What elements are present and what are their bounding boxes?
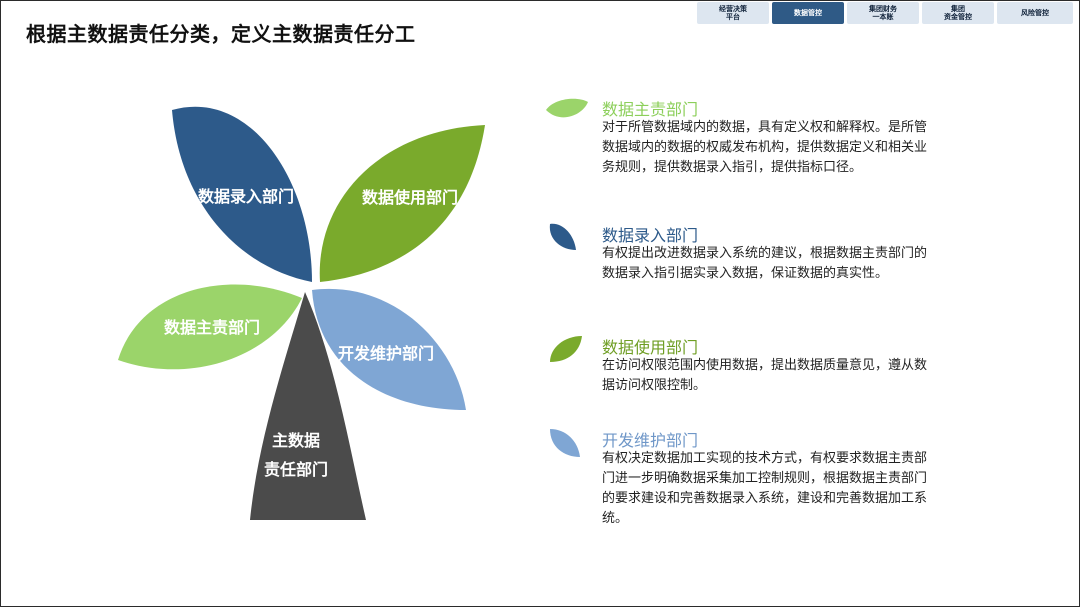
item-title: 开发维护部门 bbox=[602, 431, 699, 450]
item-description: 对于所管数据域内的数据，具有定义权和解释权。是所管数据域内的数据的权威发布机构，… bbox=[602, 120, 928, 175]
nav-tab-decision-platform[interactable]: 经营决策 平台 bbox=[697, 2, 769, 24]
item-description: 有权提出改进数据录入系统的建议，根据数据主责部门的数据录入指引据实录入数据，保证… bbox=[602, 246, 928, 281]
petal-data-owner bbox=[118, 284, 302, 370]
item-title: 数据录入部门 bbox=[602, 226, 699, 245]
nav-tab-data-governance[interactable]: 数据管控 bbox=[772, 2, 844, 24]
item-description: 在访问权限范围内使用数据，提出数据质量意见，遵从数据访问权限控制。 bbox=[602, 358, 928, 393]
petal-label-dev-maintenance: 开发维护部门 bbox=[338, 344, 434, 363]
leaf-bullet-icon bbox=[549, 223, 576, 250]
item-description: 有权决定数据加工实现的技术方式，有权要求数据主责部门进一步明确数据采集加工控制规… bbox=[602, 451, 928, 526]
stem-label-line1: 主数据 bbox=[272, 431, 320, 450]
leaf-bullet-icon bbox=[546, 98, 588, 118]
nav-tab-group-funds[interactable]: 集团 资金管控 bbox=[922, 2, 994, 24]
petal-data-entry bbox=[172, 106, 312, 283]
petal-label-data-entry: 数据录入部门 bbox=[198, 187, 294, 206]
item-title: 数据使用部门 bbox=[602, 338, 699, 357]
page-title: 根据主数据责任分类，定义主数据责任分工 bbox=[26, 22, 416, 46]
stem-label-line2: 责任部门 bbox=[264, 460, 328, 479]
petal-data-use bbox=[319, 125, 485, 282]
petal-dev-maintenance bbox=[312, 288, 466, 410]
leaf-bullet-icon bbox=[550, 429, 580, 457]
top-nav: 经营决策 平台 数据管控 集团财务 一本账 集团 资金管控 风险管控 bbox=[697, 2, 1073, 24]
petal-label-data-owner: 数据主责部门 bbox=[164, 318, 260, 337]
petal-owner-responsibility-stem bbox=[250, 292, 366, 520]
leaf-bullet-icon bbox=[550, 336, 582, 362]
petal-label-data-use: 数据使用部门 bbox=[362, 188, 458, 207]
nav-tab-group-finance[interactable]: 集团财务 一本账 bbox=[847, 2, 919, 24]
item-title: 数据主责部门 bbox=[602, 100, 699, 119]
nav-tab-risk-control[interactable]: 风险管控 bbox=[997, 2, 1073, 24]
